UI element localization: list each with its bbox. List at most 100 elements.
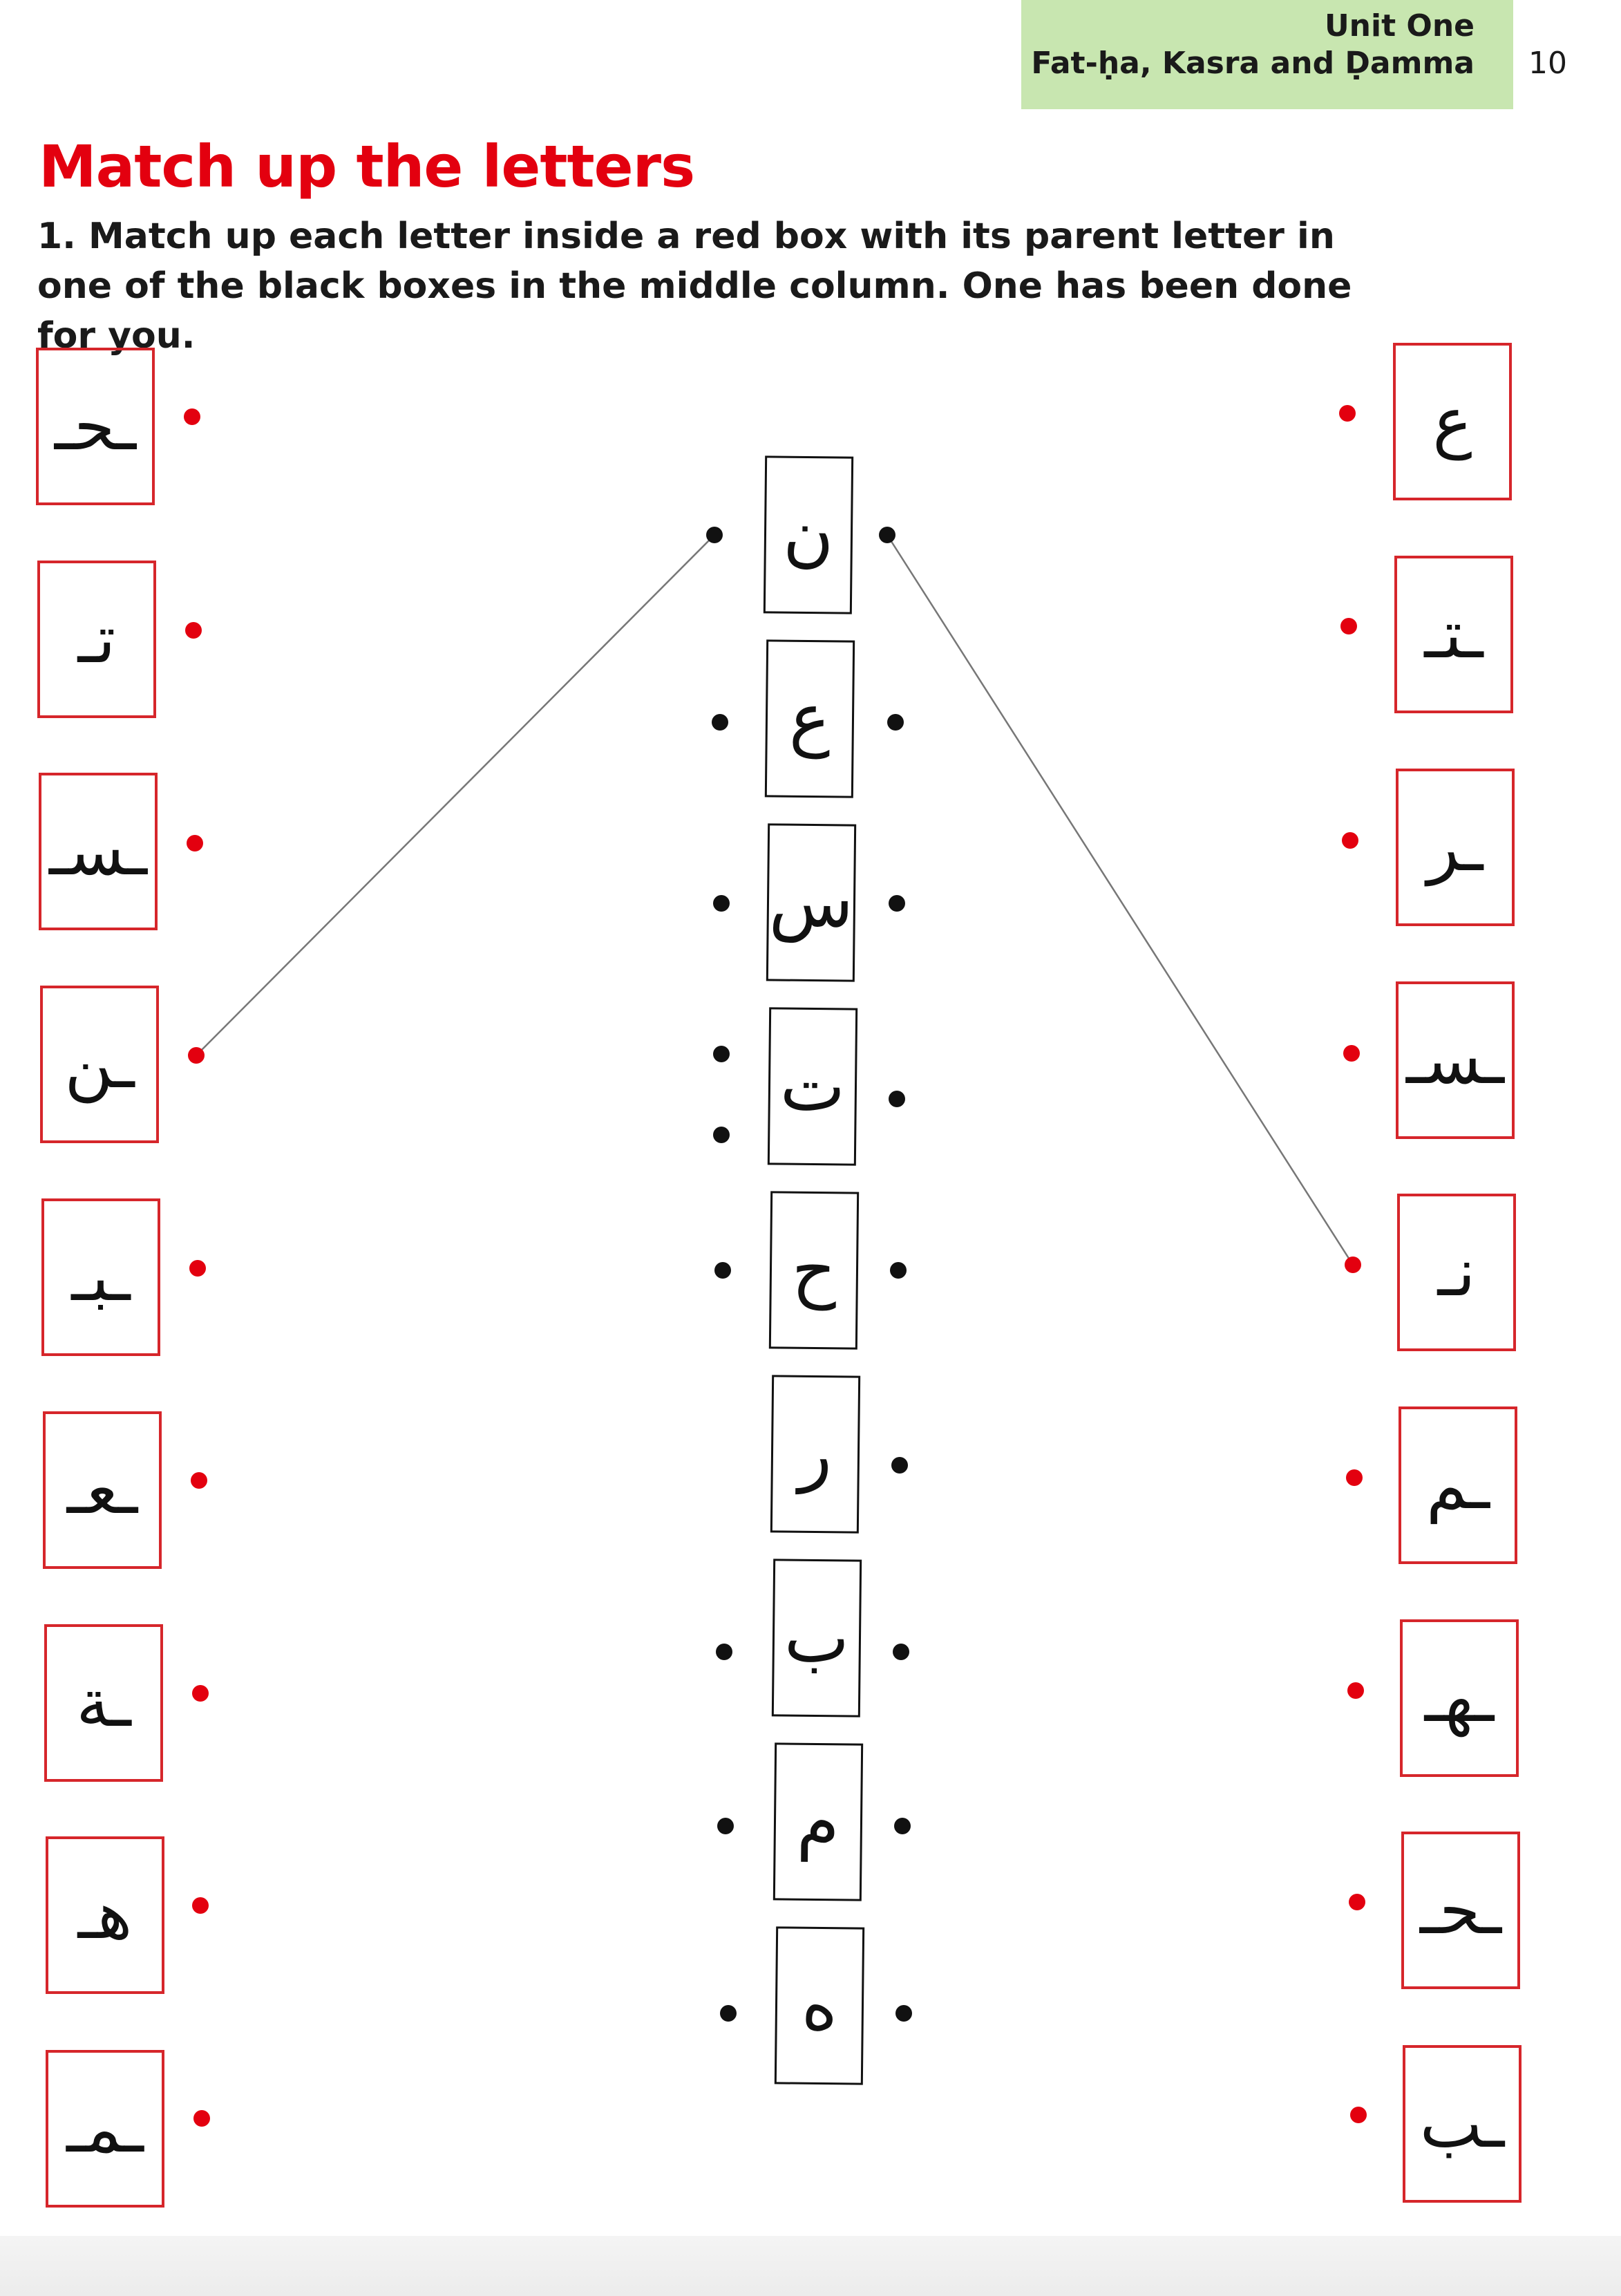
right-dot-5[interactable]	[1345, 1257, 1361, 1273]
parent-right-dot-1[interactable]	[879, 527, 895, 543]
unit-header: Unit One Fat-ḥa, Kasra and Ḍamma	[1021, 0, 1513, 109]
right-dot-6[interactable]	[1346, 1469, 1363, 1486]
parent-letter-box-2[interactable]: ع	[764, 639, 855, 798]
parent-left-dot-7[interactable]	[716, 1644, 732, 1660]
left-letter-box-8[interactable]: هـ	[46, 1836, 164, 1994]
right-letter-box-6-letter: ـم	[1425, 1447, 1490, 1524]
parent-right-dot-4[interactable]	[889, 1091, 905, 1107]
right-letter-box-7-letter: ـهـ	[1424, 1659, 1495, 1737]
left-letter-box-7[interactable]: ـة	[44, 1624, 163, 1782]
right-dot-1[interactable]	[1339, 405, 1356, 422]
left-dot-3[interactable]	[187, 835, 203, 851]
left-letter-box-3[interactable]: ـسـ	[39, 773, 158, 930]
left-letter-box-5[interactable]: ـبـ	[41, 1198, 160, 1356]
parent-letter-box-9-letter: ه	[801, 1964, 838, 2046]
left-letter-box-9-letter: ـمـ	[66, 2090, 144, 2167]
left-letter-box-2[interactable]: تـ	[37, 561, 156, 718]
page-number: 10	[1528, 46, 1567, 81]
parent-right-dot-2[interactable]	[887, 714, 904, 731]
parent-right-dot-8[interactable]	[894, 1818, 911, 1834]
parent-letter-box-3-letter: س	[768, 861, 854, 943]
right-letter-box-8[interactable]: ـحـ	[1401, 1832, 1520, 1989]
parent-left-dot-9[interactable]	[720, 2005, 737, 2022]
parent-letter-box-5[interactable]: ح	[768, 1191, 860, 1350]
parent-left-dot-4[interactable]	[713, 1046, 730, 1062]
parent-letter-box-5-letter: ح	[791, 1229, 837, 1311]
right-letter-box-9[interactable]: ـب	[1403, 2045, 1522, 2203]
right-letter-box-6[interactable]: ـم	[1399, 1406, 1517, 1564]
parent-left-dot-1[interactable]	[706, 527, 723, 543]
parent-right-dot-9[interactable]	[895, 2005, 912, 2022]
parent-letter-box-1-letter: ن	[782, 493, 835, 576]
right-letter-box-3-letter: ـر	[1427, 809, 1483, 886]
left-letter-box-9[interactable]: ـمـ	[46, 2050, 164, 2208]
right-letter-box-1[interactable]: ع	[1393, 343, 1512, 500]
right-dot-9[interactable]	[1350, 2107, 1367, 2123]
left-letter-box-4[interactable]: ـن	[40, 986, 159, 1143]
unit-subtitle: Fat-ḥa, Kasra and Ḍamma	[1031, 46, 1475, 81]
parent-right-dot-3[interactable]	[889, 895, 905, 912]
left-letter-box-5-letter: ـبـ	[71, 1239, 131, 1316]
parent-left-dot-3[interactable]	[713, 895, 730, 912]
parent-left-dot-5[interactable]	[713, 1127, 730, 1143]
left-letter-box-7-letter: ـة	[76, 1664, 131, 1742]
parent-letter-box-6-letter: ر	[798, 1413, 833, 1495]
left-letter-box-6[interactable]: ـعـ	[43, 1411, 162, 1569]
right-letter-box-4[interactable]: ـسـ	[1396, 981, 1515, 1139]
parent-letter-box-8-letter: م	[796, 1780, 840, 1863]
right-letter-box-5[interactable]: نـ	[1397, 1194, 1516, 1351]
parent-letter-box-8[interactable]: م	[772, 1742, 864, 1901]
right-dot-2[interactable]	[1340, 618, 1357, 634]
right-letter-box-3[interactable]: ـر	[1396, 769, 1515, 926]
right-letter-box-1-letter: ع	[1432, 383, 1472, 460]
right-letter-box-2-letter: ـتـ	[1424, 596, 1483, 673]
parent-left-dot-8[interactable]	[717, 1818, 734, 1834]
right-dot-7[interactable]	[1347, 1682, 1364, 1699]
right-letter-box-7[interactable]: ـهـ	[1400, 1619, 1519, 1777]
left-letter-box-6-letter: ـعـ	[66, 1451, 138, 1529]
parent-left-dot-2[interactable]	[712, 714, 728, 731]
parent-letter-box-4[interactable]: ت	[767, 1007, 858, 1166]
parent-right-dot-5[interactable]	[890, 1262, 907, 1279]
parent-letter-box-7[interactable]: ب	[771, 1559, 862, 1718]
parent-right-dot-6[interactable]	[891, 1457, 908, 1474]
right-letter-box-4-letter: ـسـ	[1406, 1022, 1504, 1099]
left-letter-box-1[interactable]: ـحـ	[36, 348, 155, 505]
parent-letter-box-9[interactable]: ه	[774, 1926, 865, 2085]
left-letter-box-8-letter: هـ	[77, 1876, 133, 1954]
left-dot-8[interactable]	[192, 1897, 209, 1914]
parent-letter-box-3[interactable]: س	[766, 823, 857, 982]
right-letter-box-9-letter: ـب	[1419, 2085, 1505, 2163]
example-left-connector	[196, 534, 715, 1056]
left-dot-7[interactable]	[192, 1685, 209, 1702]
page-title: Match up the letters	[39, 133, 695, 200]
parent-letter-box-2-letter: ع	[788, 677, 831, 760]
right-dot-4[interactable]	[1343, 1045, 1360, 1062]
parent-left-dot-6[interactable]	[714, 1262, 731, 1279]
parent-right-dot-7[interactable]	[893, 1644, 909, 1660]
unit-label: Unit One	[1324, 8, 1475, 44]
parent-letter-box-6[interactable]: ر	[770, 1375, 861, 1534]
parent-letter-box-4-letter: ت	[779, 1045, 846, 1127]
left-dot-2[interactable]	[185, 622, 202, 639]
right-letter-box-8-letter: ـحـ	[1419, 1872, 1502, 1949]
example-right-connector	[886, 534, 1354, 1265]
left-letter-box-2-letter: تـ	[77, 601, 116, 678]
right-dot-3[interactable]	[1342, 832, 1358, 849]
left-letter-box-3-letter: ـسـ	[49, 813, 147, 890]
left-dot-4[interactable]	[188, 1047, 205, 1064]
right-dot-8[interactable]	[1349, 1894, 1365, 1910]
right-letter-box-5-letter: نـ	[1437, 1234, 1476, 1311]
right-letter-box-2[interactable]: ـتـ	[1394, 556, 1513, 713]
left-dot-1[interactable]	[184, 408, 200, 425]
left-dot-5[interactable]	[189, 1260, 206, 1277]
parent-letter-box-1[interactable]: ن	[763, 455, 854, 614]
left-dot-9[interactable]	[193, 2110, 210, 2127]
example-connector-lines	[196, 534, 1354, 1265]
left-dot-6[interactable]	[191, 1472, 207, 1489]
parent-letter-box-7-letter: ب	[784, 1597, 850, 1679]
match-dots	[184, 405, 1367, 2127]
left-letter-box-1-letter: ـحـ	[54, 388, 137, 465]
